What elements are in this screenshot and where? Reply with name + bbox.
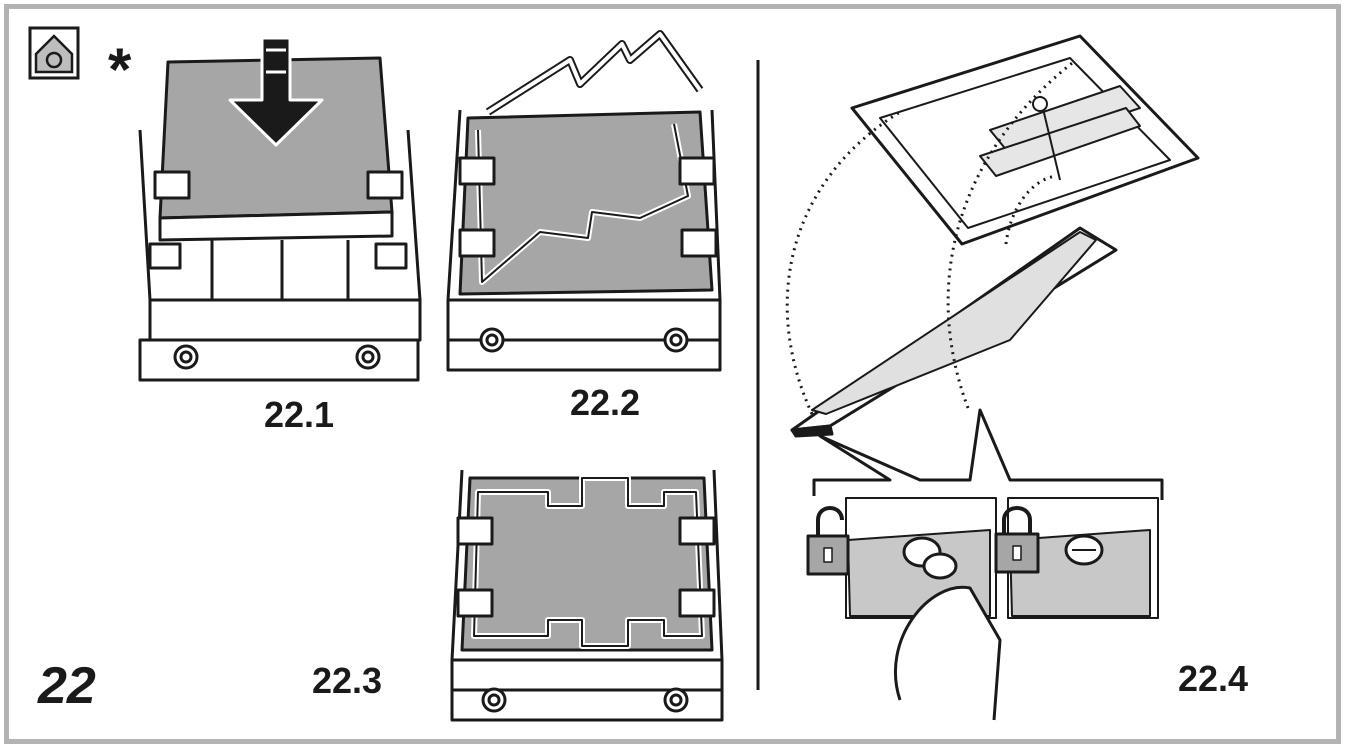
figure-marker: * — [108, 36, 132, 103]
house-service-icon — [28, 26, 80, 80]
step-22-3-illustration — [450, 469, 724, 722]
unlocked-padlock-icon — [806, 506, 850, 576]
step-label-22-3: 22.3 — [312, 660, 383, 701]
step-22-1-illustration — [138, 36, 422, 382]
step-label-22-1: 22.1 — [264, 394, 335, 435]
step-22-2-illustration — [446, 30, 722, 372]
figure-number: 22 — [38, 657, 96, 715]
step-label-22-4: 22.4 — [1178, 658, 1249, 699]
step-label-22-2: 22.2 — [570, 382, 641, 423]
step-22-4-illustration — [785, 34, 1200, 721]
locked-padlock-icon — [994, 506, 1040, 574]
